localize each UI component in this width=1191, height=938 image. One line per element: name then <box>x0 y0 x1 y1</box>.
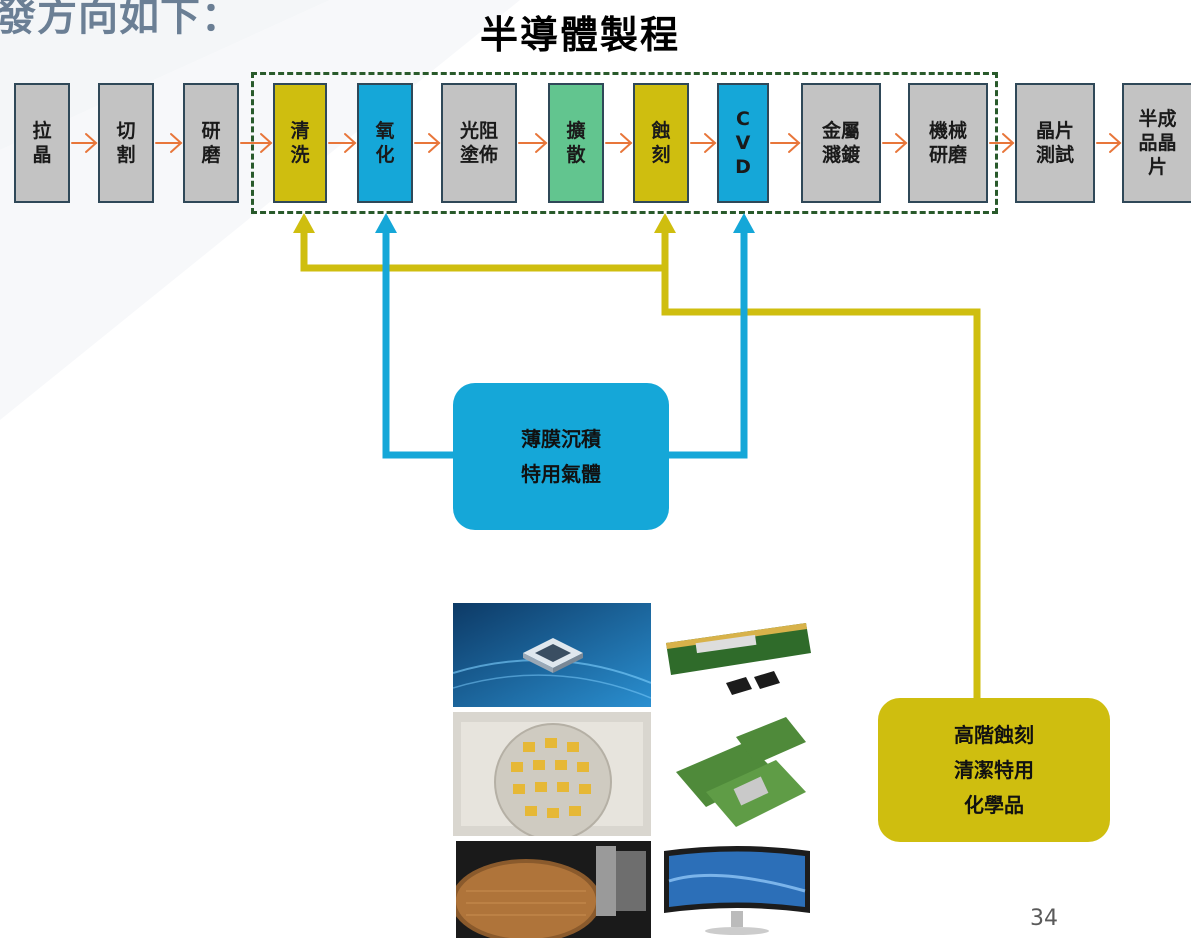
arrow-right-icon <box>414 133 441 153</box>
step-mechanical-polishing: 機械 研磨 <box>908 83 988 203</box>
arrow-right-icon <box>155 133 183 153</box>
arrow-right-icon <box>328 133 357 153</box>
arrow-right-icon <box>882 133 908 153</box>
step-cleaning: 清 洗 <box>273 83 327 203</box>
gas-supply-line <box>382 230 455 459</box>
step-label: 研 磨 <box>201 119 221 166</box>
arrow-right-icon <box>240 133 273 153</box>
arrow-right-icon <box>71 133 98 153</box>
arrow-right-icon <box>989 133 1015 153</box>
arrow-right-icon <box>1096 133 1122 153</box>
chemical-supply-line <box>300 230 665 272</box>
step-label: 半成 品晶 片 <box>1138 107 1177 179</box>
arrow-right-icon <box>605 133 633 153</box>
arrow-up-icon <box>293 213 315 233</box>
arrow-right-icon <box>518 133 548 153</box>
step-label: 切 割 <box>116 119 136 166</box>
step-label: 擴 散 <box>566 119 586 166</box>
step-label: 金屬 濺鍍 <box>821 119 860 166</box>
gas-supply-line <box>667 230 748 459</box>
step-oxidation: 氧 化 <box>357 83 413 203</box>
step-cutting: 切 割 <box>98 83 154 203</box>
arrow-up-icon <box>733 213 755 233</box>
chip-packages-image <box>656 712 818 836</box>
step-label: 晶片 測試 <box>1035 119 1074 166</box>
step-pulling-crystal: 拉 晶 <box>14 83 70 203</box>
memory-module-image <box>656 603 818 707</box>
arrow-up-icon <box>375 213 397 233</box>
step-etching: 蝕 刻 <box>633 83 689 203</box>
step-label: 清 洗 <box>290 119 310 166</box>
step-label: 蝕 刻 <box>651 119 671 166</box>
step-label: C V D <box>735 107 751 179</box>
step-metal-sputtering: 金屬 濺鍍 <box>801 83 881 203</box>
arrow-right-icon <box>690 133 717 153</box>
step-cvd: C V D <box>717 83 769 203</box>
arrow-up-icon <box>654 213 676 233</box>
step-label: 機械 研磨 <box>928 119 967 166</box>
curved-monitor-image <box>656 841 818 938</box>
specialty-gas-callout: 薄膜沉積 特用氣體 <box>453 383 669 530</box>
wafer-chips-image <box>453 712 651 836</box>
step-label: 光阻 塗佈 <box>459 119 498 166</box>
step-label: 拉 晶 <box>32 119 52 166</box>
specialty-chemicals-callout: 高階蝕刻 清潔特用 化學品 <box>878 698 1110 842</box>
slide-heading: 發方向如下： <box>0 0 242 40</box>
step-grinding: 研 磨 <box>183 83 239 203</box>
arrow-right-icon <box>770 133 801 153</box>
step-semi-finished-wafer: 半成 品晶 片 <box>1122 83 1191 203</box>
step-chip-testing: 晶片 測試 <box>1015 83 1095 203</box>
diagram-title: 半導體製程 <box>480 13 681 57</box>
wafer-machine-image <box>456 841 651 938</box>
step-label: 氧 化 <box>375 119 395 166</box>
step-photoresist-coating: 光阻 塗佈 <box>441 83 517 203</box>
microchip-image <box>453 603 651 707</box>
page-number: 34 <box>1030 906 1058 931</box>
step-diffusion: 擴 散 <box>548 83 604 203</box>
